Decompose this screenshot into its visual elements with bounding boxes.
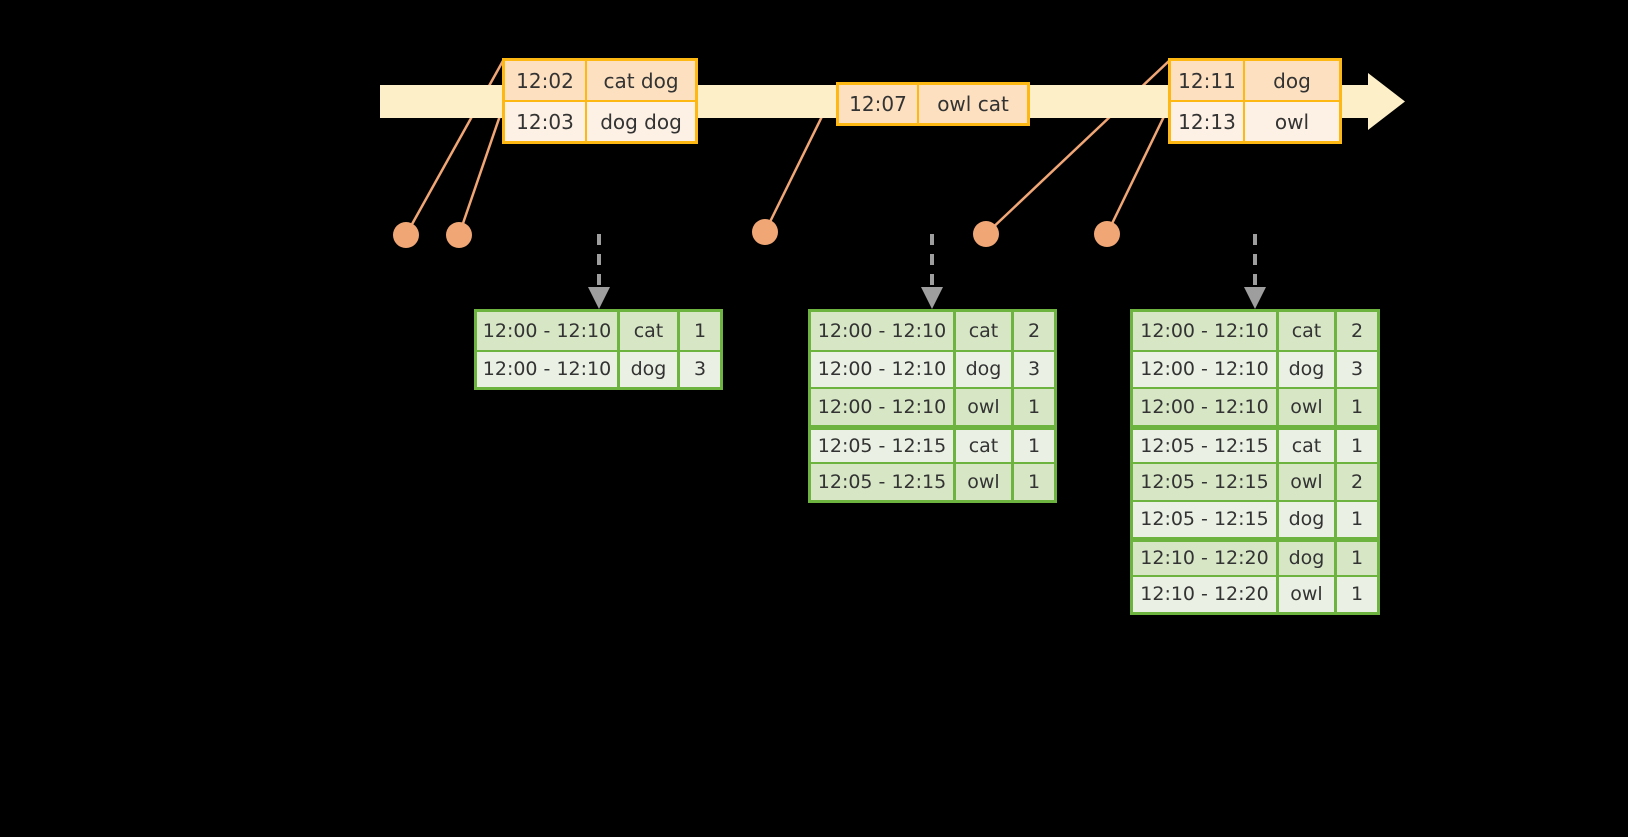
flow-arrowhead-1 — [588, 287, 610, 309]
word-cell: owl — [956, 464, 1014, 500]
word-cell: dog — [956, 351, 1014, 387]
count-cell: 2 — [1027, 319, 1041, 342]
word-cell: owl — [1279, 576, 1337, 612]
count-cell: 1 — [1027, 434, 1041, 457]
event-group-a[interactable]: 12:02 cat dog 12:03 dog dog — [502, 58, 698, 144]
window-cell: 12:05 - 12:15 — [1133, 501, 1279, 537]
event-row[interactable]: 12:07 owl cat — [839, 85, 1027, 123]
flow-arrow-heads — [588, 287, 1266, 309]
count-cell: 1 — [1350, 547, 1364, 570]
count-cell: 2 — [1350, 470, 1364, 493]
flow-arrowhead-2 — [921, 287, 943, 309]
connector-line-5 — [1105, 103, 1172, 235]
word-cell: dog — [1279, 542, 1337, 575]
word-cell: dog — [1279, 501, 1337, 537]
window-cell: 12:05 - 12:15 — [811, 464, 956, 500]
timeline-arrowhead — [1368, 73, 1405, 130]
event-words: dog dog — [600, 109, 682, 134]
word-cell: owl — [1279, 389, 1337, 425]
window-cell: 12:10 - 12:20 — [1133, 576, 1279, 612]
event-row[interactable]: 12:02 cat dog — [505, 61, 695, 100]
count-cell: 1 — [1350, 434, 1364, 457]
event-words: owl cat — [937, 92, 1009, 116]
word-cell: cat — [1279, 429, 1337, 462]
event-words: owl — [1274, 109, 1310, 134]
window-cell: 12:00 - 12:10 — [811, 389, 956, 425]
window-cell: 12:05 - 12:15 — [1133, 464, 1279, 500]
count-cell: 1 — [1350, 395, 1364, 418]
stream-event-marker[interactable] — [393, 222, 419, 248]
word-cell: dog — [620, 351, 680, 387]
word-cell: cat — [620, 312, 680, 350]
window-cell: 12:00 - 12:10 — [1133, 351, 1279, 387]
event-time: 12:13 — [1171, 102, 1245, 141]
window-cell: 12:05 - 12:15 — [1133, 429, 1279, 462]
event-row[interactable]: 12:11 dog — [1171, 61, 1339, 100]
event-row[interactable]: 12:13 owl — [1171, 100, 1339, 141]
flow-arrowhead-3 — [1244, 287, 1266, 309]
count-cell: 1 — [693, 319, 707, 342]
window-cell: 12:00 - 12:10 — [811, 312, 956, 350]
count-cell: 3 — [693, 358, 707, 381]
stream-event-marker[interactable] — [973, 221, 999, 247]
window-cell: 12:00 - 12:10 — [477, 312, 620, 350]
count-cell: 1 — [1027, 395, 1041, 418]
count-cell: 2 — [1350, 319, 1364, 342]
event-time: 12:07 — [839, 85, 919, 123]
word-cell: dog — [1279, 351, 1337, 387]
word-cell: owl — [956, 389, 1014, 425]
flow-arrows — [597, 234, 1257, 288]
window-cell: 12:10 - 12:20 — [1133, 542, 1279, 575]
word-cell: cat — [1279, 312, 1337, 350]
count-cell: 1 — [1350, 583, 1364, 606]
word-cell: cat — [956, 429, 1014, 462]
event-time: 12:02 — [505, 61, 587, 100]
window-cell: 12:00 - 12:10 — [1133, 389, 1279, 425]
event-words: dog — [1273, 68, 1311, 93]
window-cell: 12:00 - 12:10 — [1133, 312, 1279, 350]
word-cell: owl — [1279, 464, 1337, 500]
stream-event-marker[interactable] — [446, 222, 472, 248]
stream-event-markers — [393, 219, 1120, 248]
event-group-b[interactable]: 12:07 owl cat — [836, 82, 1030, 126]
count-cell: 1 — [1350, 508, 1364, 531]
connector-line-2 — [457, 103, 506, 236]
count-cell: 3 — [1350, 358, 1364, 381]
event-row[interactable]: 12:03 dog dog — [505, 100, 695, 141]
event-time: 12:03 — [505, 102, 587, 141]
event-group-c[interactable]: 12:11 dog 12:13 owl — [1168, 58, 1342, 144]
word-cell: cat — [956, 312, 1014, 350]
event-time: 12:11 — [1171, 61, 1245, 100]
stream-event-marker[interactable] — [752, 219, 778, 245]
count-cell: 3 — [1027, 358, 1041, 381]
count-cell: 1 — [1027, 470, 1041, 493]
window-cell: 12:05 - 12:15 — [811, 429, 956, 462]
window-cell: 12:00 - 12:10 — [477, 351, 620, 387]
stream-event-marker[interactable] — [1094, 221, 1120, 247]
event-words: cat dog — [603, 68, 679, 93]
window-cell: 12:00 - 12:10 — [811, 351, 956, 387]
